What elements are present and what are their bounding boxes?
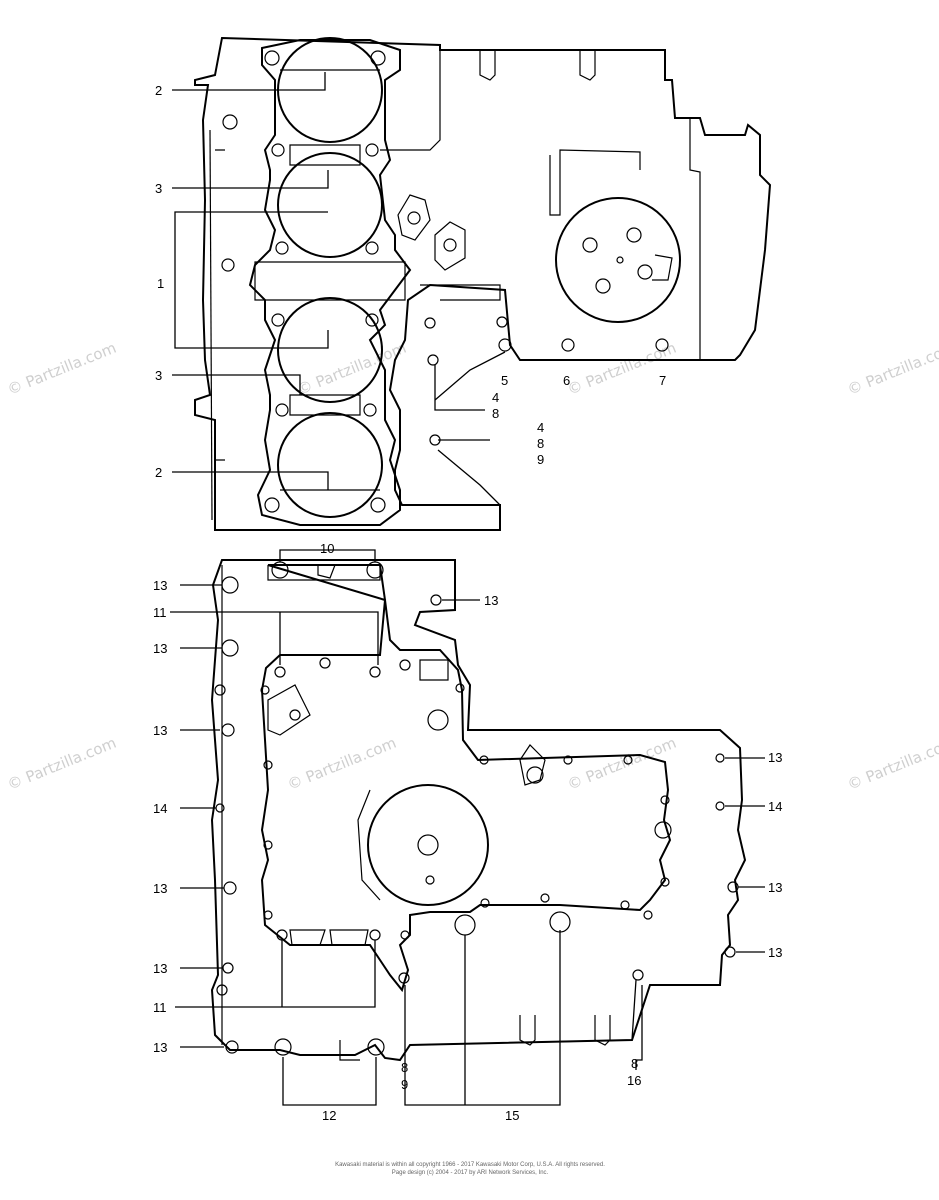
callout-label: 7 xyxy=(659,373,666,388)
callout-label: 13 xyxy=(153,961,167,976)
callout-label: 11 xyxy=(153,605,167,620)
callout-label: 9 xyxy=(537,452,544,467)
callout-label: 2 xyxy=(155,465,162,480)
callout-label: 13 xyxy=(153,578,167,593)
top-callouts: 2 3 1 3 2 5 6 7 4 8 4 8 9 xyxy=(155,83,666,480)
upper-gear-cover xyxy=(555,197,681,323)
callout-label: 13 xyxy=(153,1040,167,1055)
oil-pan-gasket xyxy=(260,561,672,993)
callout-label: 13 xyxy=(153,641,167,656)
callout-label: 4 xyxy=(492,390,499,405)
watermark: © Partzilla.com xyxy=(565,734,679,794)
callout-label: 1 xyxy=(157,276,164,291)
lower-crankcase-holes xyxy=(214,576,739,1061)
callout-label: 14 xyxy=(768,799,782,814)
callout-label: 5 xyxy=(501,373,508,388)
copyright-notice: Kawasaki material is within all copyrigh… xyxy=(335,1162,605,1176)
callout-label: 2 xyxy=(155,83,162,98)
watermark: © Partzilla.com xyxy=(5,734,119,794)
callout-label: 13 xyxy=(768,945,782,960)
copyright-line: Page design (c) 2004 - 2017 by ARI Netwo… xyxy=(392,1170,549,1176)
watermark: © Partzilla.com xyxy=(845,734,939,794)
callout-label: 13 xyxy=(768,750,782,765)
watermark: © Partzilla.com xyxy=(565,339,679,399)
callout-label: 13 xyxy=(484,593,498,608)
upper-crankcase-outline xyxy=(194,36,772,531)
callout-label: 16 xyxy=(627,1073,641,1088)
callout-label: 14 xyxy=(153,801,167,816)
watermark: © Partzilla.com xyxy=(285,734,399,794)
callout-label: 11 xyxy=(153,1000,167,1015)
watermark: © Partzilla.com xyxy=(5,339,119,399)
callout-label: 15 xyxy=(505,1108,519,1123)
callout-label: 8 xyxy=(492,406,499,421)
callout-label: 13 xyxy=(768,880,782,895)
callout-label: 3 xyxy=(155,368,162,383)
bottom-callouts: 10 13 13 11 13 13 14 13 13 11 13 12 13 1… xyxy=(153,541,782,1123)
copyright-line: Kawasaki material is within all copyrigh… xyxy=(335,1162,605,1168)
callout-label: 4 xyxy=(537,420,544,435)
callout-label: 13 xyxy=(153,881,167,896)
bottom-leader-lines xyxy=(170,549,765,1106)
callout-label: 10 xyxy=(320,541,334,556)
watermarks: © Partzilla.com © Partzilla.com © Partzi… xyxy=(5,339,939,794)
callout-label: 12 xyxy=(322,1108,336,1123)
callout-label: 13 xyxy=(153,723,167,738)
callout-label: 8 xyxy=(631,1056,638,1071)
upper-crankcase-holes xyxy=(221,114,669,446)
cylinder-head-gasket xyxy=(248,37,412,526)
callout-label: 8 xyxy=(401,1060,408,1075)
lower-gear-cover xyxy=(357,784,489,906)
watermark: © Partzilla.com xyxy=(845,339,939,399)
top-leader-lines xyxy=(172,72,506,506)
callout-label: 6 xyxy=(563,373,570,388)
callout-label: 8 xyxy=(537,436,544,451)
callout-label: 9 xyxy=(401,1077,408,1092)
callout-label: 3 xyxy=(155,181,162,196)
